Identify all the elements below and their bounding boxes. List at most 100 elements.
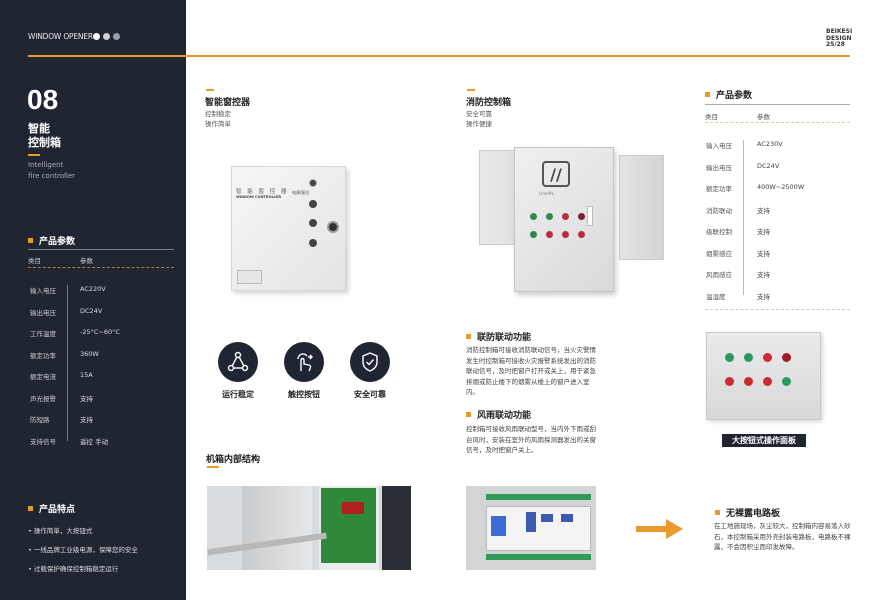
icon-label: 运行稳定 xyxy=(222,390,254,399)
param-label: 消防联动 xyxy=(706,206,732,215)
product2-subtitle: 安全可靠操作便捷 xyxy=(466,110,492,128)
func1-title: 联防联动功能 xyxy=(477,333,532,343)
param-label: 烟雾感应 xyxy=(706,249,732,258)
param-value: 支持 xyxy=(757,249,770,258)
param-label: 输入电压 xyxy=(706,142,732,150)
dot-3 xyxy=(113,33,120,40)
col-header-param: 参数 xyxy=(80,257,93,265)
param-value: AC220V xyxy=(80,285,106,293)
arrow-right-icon xyxy=(636,519,683,539)
param-value: 遥控 手动 xyxy=(80,437,109,446)
fire-control-box-image: // LinkAYL xyxy=(479,145,664,295)
divider xyxy=(705,104,850,105)
param-value: 支持 xyxy=(757,292,770,301)
touch-hand-icon xyxy=(284,342,324,382)
internal-structure-photo xyxy=(207,486,411,570)
param-value: AC230V xyxy=(757,140,783,148)
func1-heading: 联防联动功能 xyxy=(466,330,531,343)
col-header-param: 参数 xyxy=(757,113,770,121)
square-bullet-icon xyxy=(705,92,710,97)
param-value: 支持 xyxy=(80,394,93,403)
param-value: 支持 xyxy=(757,228,770,236)
noexposed-heading: 无裸露电路板 xyxy=(715,506,780,519)
param-label: 额定功率 xyxy=(30,351,56,360)
triangle-nodes-icon xyxy=(218,342,258,382)
func2-heading: 风雨联动功能 xyxy=(466,408,531,421)
accent-bar xyxy=(207,466,219,468)
param-value: 360W xyxy=(80,349,99,358)
param-label: 防短路 xyxy=(30,416,50,424)
accent-bar xyxy=(28,154,40,156)
param-label: 输出电压 xyxy=(30,308,56,317)
right-params-title: 产品参数 xyxy=(716,91,753,101)
dot-2 xyxy=(103,33,110,40)
right-params-heading: 产品参数 xyxy=(705,88,752,101)
param-value: 支持 xyxy=(757,206,770,215)
accent-bar xyxy=(467,89,475,91)
feature-item: • 过载保护确保控制箱稳定运行 xyxy=(28,565,119,573)
product1-subtitle: 控制稳定操作简单 xyxy=(205,110,231,128)
param-label: 输出电压 xyxy=(706,163,732,172)
header-rule-left xyxy=(28,55,188,57)
subtitle-line-1: Intelligent xyxy=(28,161,64,169)
column-divider xyxy=(67,285,68,441)
func2-text: 控制箱可接收风雨联动型号，当内外下雨或刮台风时，安装在室外的风雨探测器发出的关窗… xyxy=(466,425,596,454)
col-header-category: 类目 xyxy=(28,257,41,265)
panel-caption: 大按钮式操作面板 xyxy=(722,434,806,447)
col-header-category: 类目 xyxy=(705,113,718,121)
square-bullet-icon xyxy=(466,412,471,417)
dot-1 xyxy=(93,33,100,40)
param-label: 级联控制 xyxy=(706,228,732,236)
features-heading: 产品特点 xyxy=(28,502,75,515)
noexposed-text: 在工地施现场，灰尘较大，控制箱内容易落入砂石，本控制箱采用外壳封装电路板，电路板… xyxy=(714,522,851,551)
param-label: 额定功率 xyxy=(706,185,732,193)
param-value: -25°C~60°C xyxy=(80,328,120,336)
features-title: 产品特点 xyxy=(39,505,76,515)
title-line-2: 控制箱 xyxy=(28,136,61,149)
param-value: 支持 xyxy=(80,416,93,424)
product1-title: 智能窗控器 xyxy=(205,98,251,108)
window-controller-image: 智 能 窗 控 器 WINDOW CONTROLLER 电源/复位 xyxy=(231,166,346,291)
dashed-divider xyxy=(28,267,174,268)
icon-label: 触控按钮 xyxy=(288,390,320,399)
subtitle-line-2: fire controller xyxy=(28,172,76,180)
series-label: WINDOW OPENER xyxy=(28,32,93,41)
func2-title: 风雨联动功能 xyxy=(477,411,532,421)
param-label: 输入电压 xyxy=(30,287,56,295)
param-label: 额定电流 xyxy=(30,373,56,381)
accent-bar xyxy=(206,89,214,91)
noexposed-title: 无裸露电路板 xyxy=(726,509,781,519)
section-subtitle: Intelligent fire controller xyxy=(28,160,75,182)
button-panel-image xyxy=(706,332,821,420)
sidebar: WINDOW OPENER 08 智能 控制箱 Intelligent fire… xyxy=(0,0,186,600)
square-bullet-icon xyxy=(466,334,471,339)
param-label: 风雨感应 xyxy=(706,271,732,279)
dashed-divider xyxy=(705,122,850,123)
param-label: 声光报警 xyxy=(30,394,56,403)
param-value: DC24V xyxy=(80,306,103,315)
param-value: 支持 xyxy=(757,271,770,279)
feature-item: • 一线品牌工业级电源，保障您的安全 xyxy=(28,546,138,554)
circuit-modules-photo xyxy=(466,486,596,570)
section-number: 08 xyxy=(27,84,59,115)
param-label: 温湿度 xyxy=(706,292,726,301)
dashed-divider xyxy=(705,309,850,310)
feature-item: • 操作简单，大按钮式 xyxy=(28,527,93,535)
square-bullet-icon xyxy=(715,510,720,515)
title-line-1: 智能 xyxy=(28,122,50,135)
square-bullet-icon xyxy=(28,506,33,511)
func1-text: 消防控制箱可接收消防联动信号，当火灾警情发生时控制箱可接收火灾报警系统发出的消防… xyxy=(466,346,596,396)
param-label: 支持信号 xyxy=(30,437,56,446)
divider xyxy=(28,249,174,250)
column-divider xyxy=(743,140,744,295)
param-value: 400W~2500W xyxy=(757,183,805,191)
shield-check-icon xyxy=(350,342,390,382)
param-value: DC24V xyxy=(757,161,780,170)
param-label: 工作温度 xyxy=(30,330,56,338)
section-title: 智能 控制箱 xyxy=(28,122,61,150)
square-bullet-icon xyxy=(28,238,33,243)
param-value: 15A xyxy=(80,371,93,379)
product2-title: 消防控制箱 xyxy=(466,98,512,108)
header-rule xyxy=(186,55,850,57)
